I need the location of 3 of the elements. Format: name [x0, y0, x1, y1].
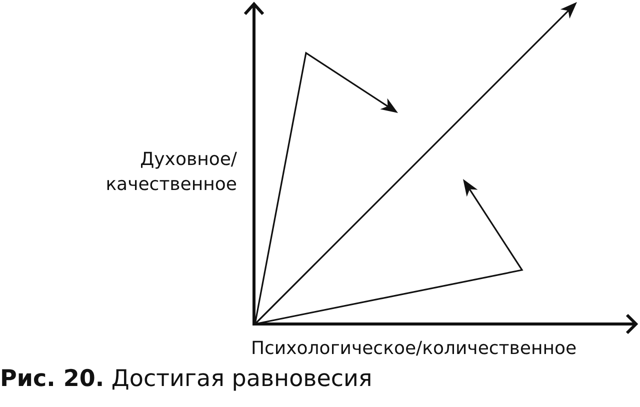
axis-label: Духовное/ качественное	[104, 148, 237, 197]
figure-caption: Рис. 20. Достигая равновесия	[0, 365, 372, 394]
axis-label: Психологическое/количественное	[251, 337, 577, 361]
